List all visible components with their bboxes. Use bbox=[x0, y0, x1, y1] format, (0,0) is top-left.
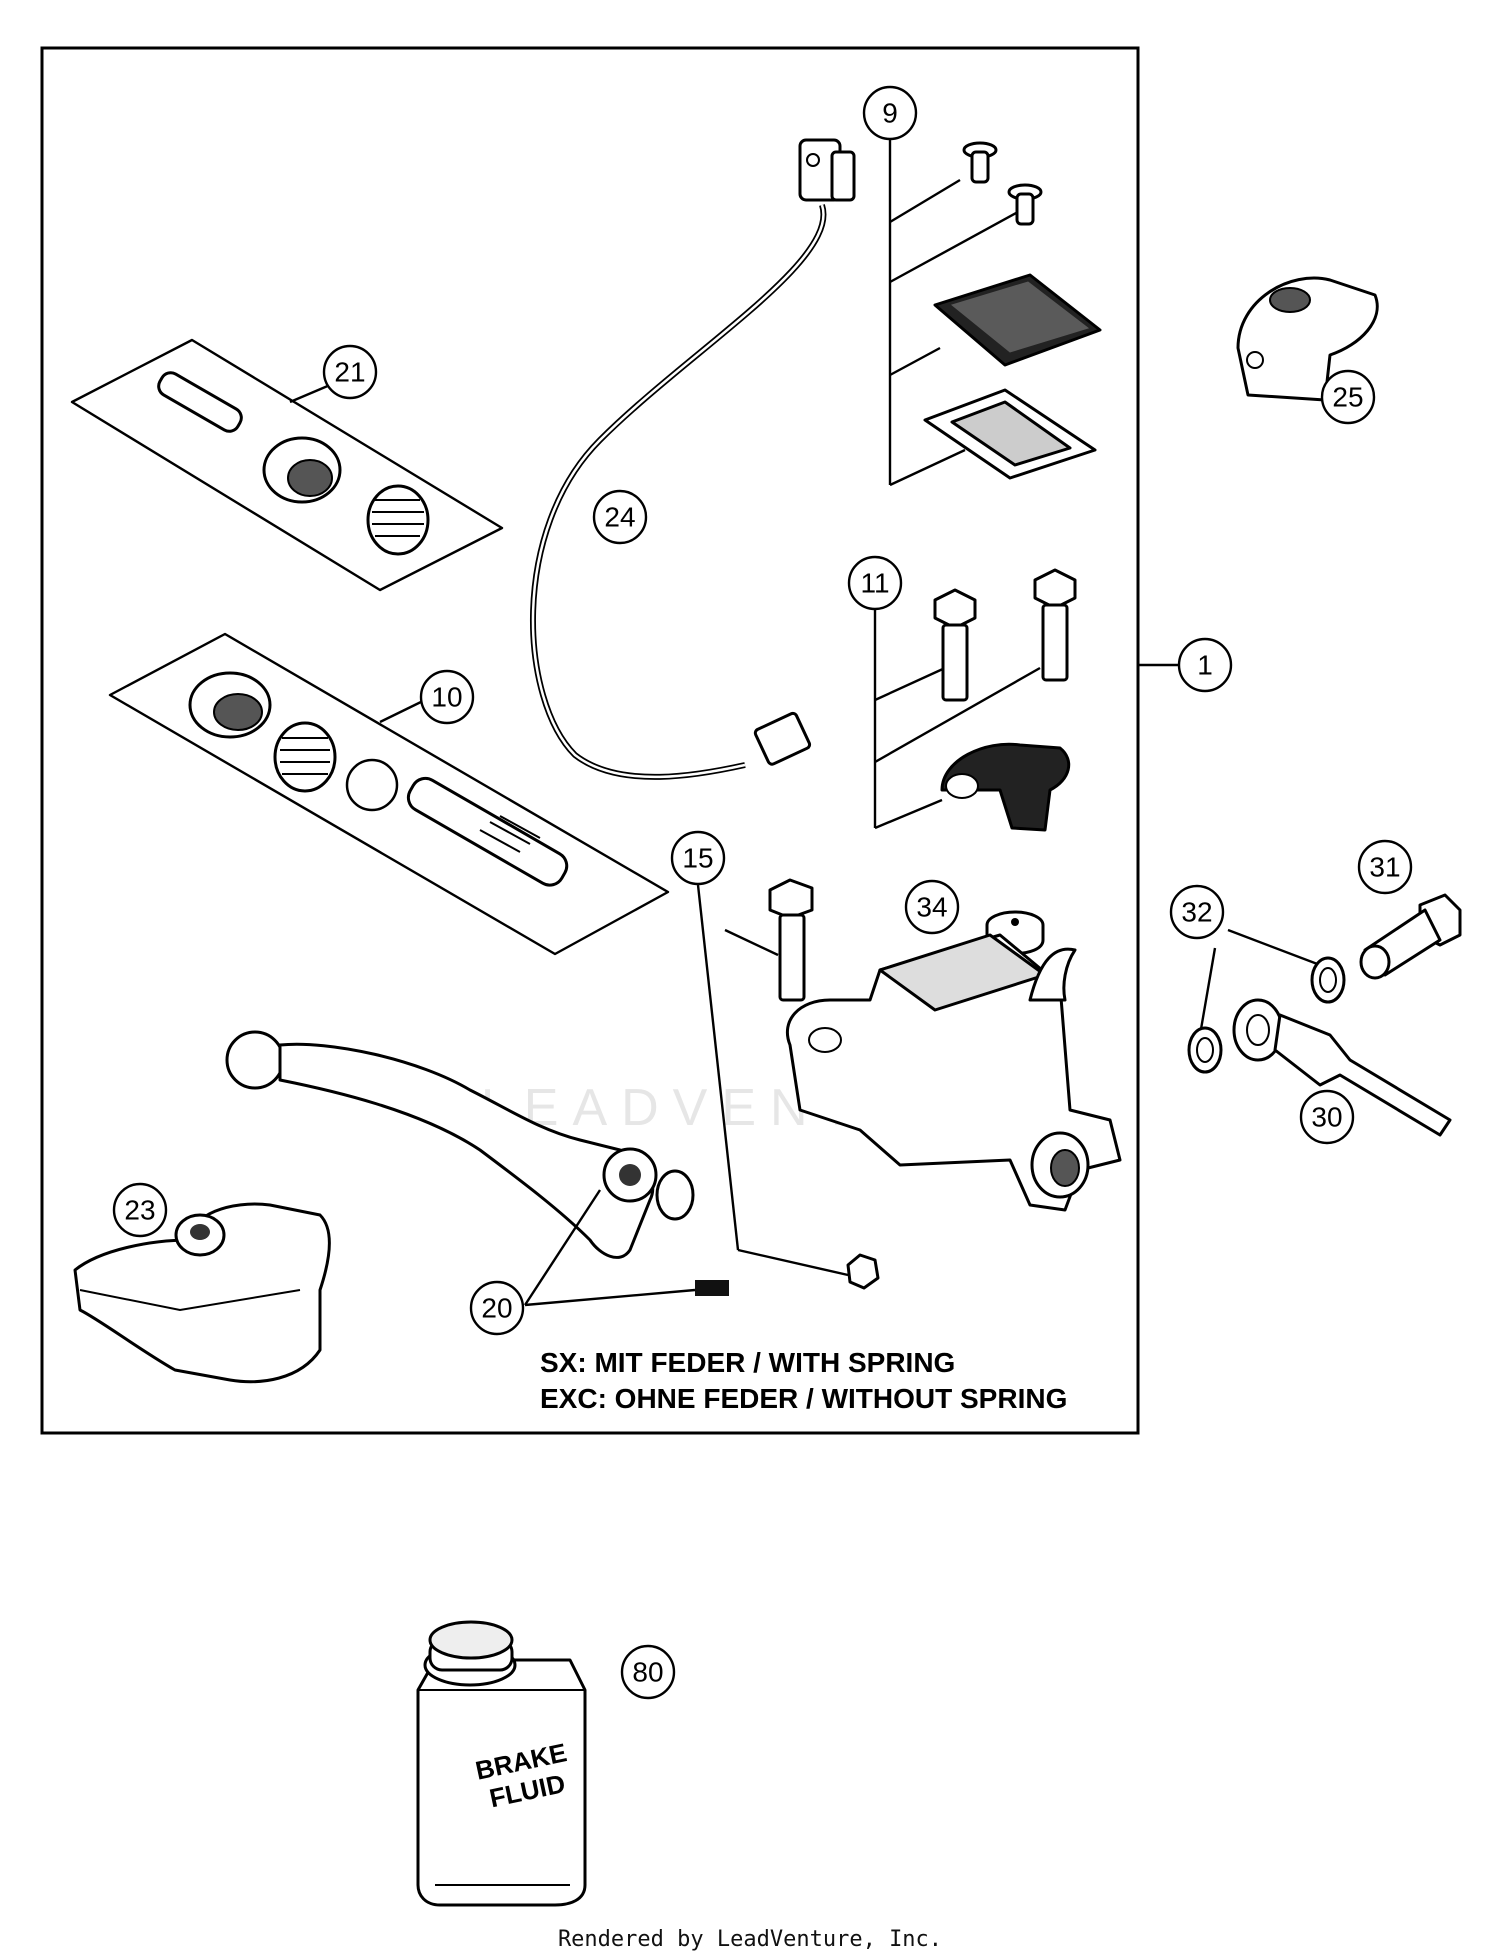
brake-hose-group bbox=[1187, 893, 1462, 1137]
callout-10: 10 bbox=[419, 669, 475, 725]
brake-fluid-can-80: BRAKE FLUID bbox=[416, 1620, 587, 1907]
svg-text:31: 31 bbox=[1369, 852, 1400, 883]
reservoir-cover-group bbox=[888, 140, 1102, 487]
callout-9: 9 bbox=[862, 85, 918, 141]
svg-text:32: 32 bbox=[1181, 897, 1212, 928]
callout-23: 23 bbox=[112, 1182, 168, 1238]
callout-15: 15 bbox=[670, 830, 726, 886]
svg-text:21: 21 bbox=[334, 357, 365, 388]
callout-80: 80 bbox=[620, 1644, 676, 1700]
note-exc: EXC: OHNE FEDER / WITHOUT SPRING bbox=[540, 1383, 1067, 1414]
svg-text:9: 9 bbox=[882, 98, 898, 129]
assembly-frame bbox=[40, 46, 1140, 1435]
master-cylinder-body bbox=[785, 933, 1122, 1212]
callout-25: 25 bbox=[1320, 369, 1376, 425]
svg-text:11: 11 bbox=[860, 568, 889, 599]
svg-text:1: 1 bbox=[1197, 650, 1213, 681]
svg-text:25: 25 bbox=[1332, 382, 1363, 413]
callout-30: 30 bbox=[1299, 1089, 1355, 1145]
clamp-bolts-group bbox=[873, 568, 1077, 832]
callout-11: 11 bbox=[847, 555, 903, 611]
lever-guard-23 bbox=[73, 1202, 331, 1384]
callout-24: 24 bbox=[592, 489, 648, 545]
callout-31: 31 bbox=[1357, 839, 1413, 895]
callout-32: 32 bbox=[1169, 884, 1225, 940]
kit-10-panel bbox=[108, 632, 670, 956]
svg-text:10: 10 bbox=[431, 682, 462, 713]
kit-21-panel bbox=[70, 338, 504, 592]
svg-text:30: 30 bbox=[1311, 1102, 1342, 1133]
note-sx: SX: MIT FEDER / WITH SPRING bbox=[540, 1347, 955, 1378]
callout-1: 1 bbox=[1177, 637, 1233, 693]
svg-text:80: 80 bbox=[632, 1657, 663, 1688]
svg-text:24: 24 bbox=[604, 502, 635, 533]
footer-credit: Rendered by LeadVenture, Inc. bbox=[558, 1927, 942, 1952]
brake-lever-20 bbox=[225, 1030, 695, 1259]
callout-20: 20 bbox=[469, 1280, 525, 1336]
svg-text:20: 20 bbox=[481, 1293, 512, 1324]
bolt-15 bbox=[768, 878, 880, 1290]
callout-34: 34 bbox=[904, 879, 960, 935]
svg-text:15: 15 bbox=[682, 843, 713, 874]
clamp-25 bbox=[1236, 276, 1379, 402]
svg-text:23: 23 bbox=[124, 1195, 155, 1226]
spring-20-part bbox=[695, 1280, 729, 1296]
svg-text:34: 34 bbox=[916, 892, 947, 923]
callout-21: 21 bbox=[322, 344, 378, 400]
brake-light-switch-cable bbox=[530, 138, 856, 780]
